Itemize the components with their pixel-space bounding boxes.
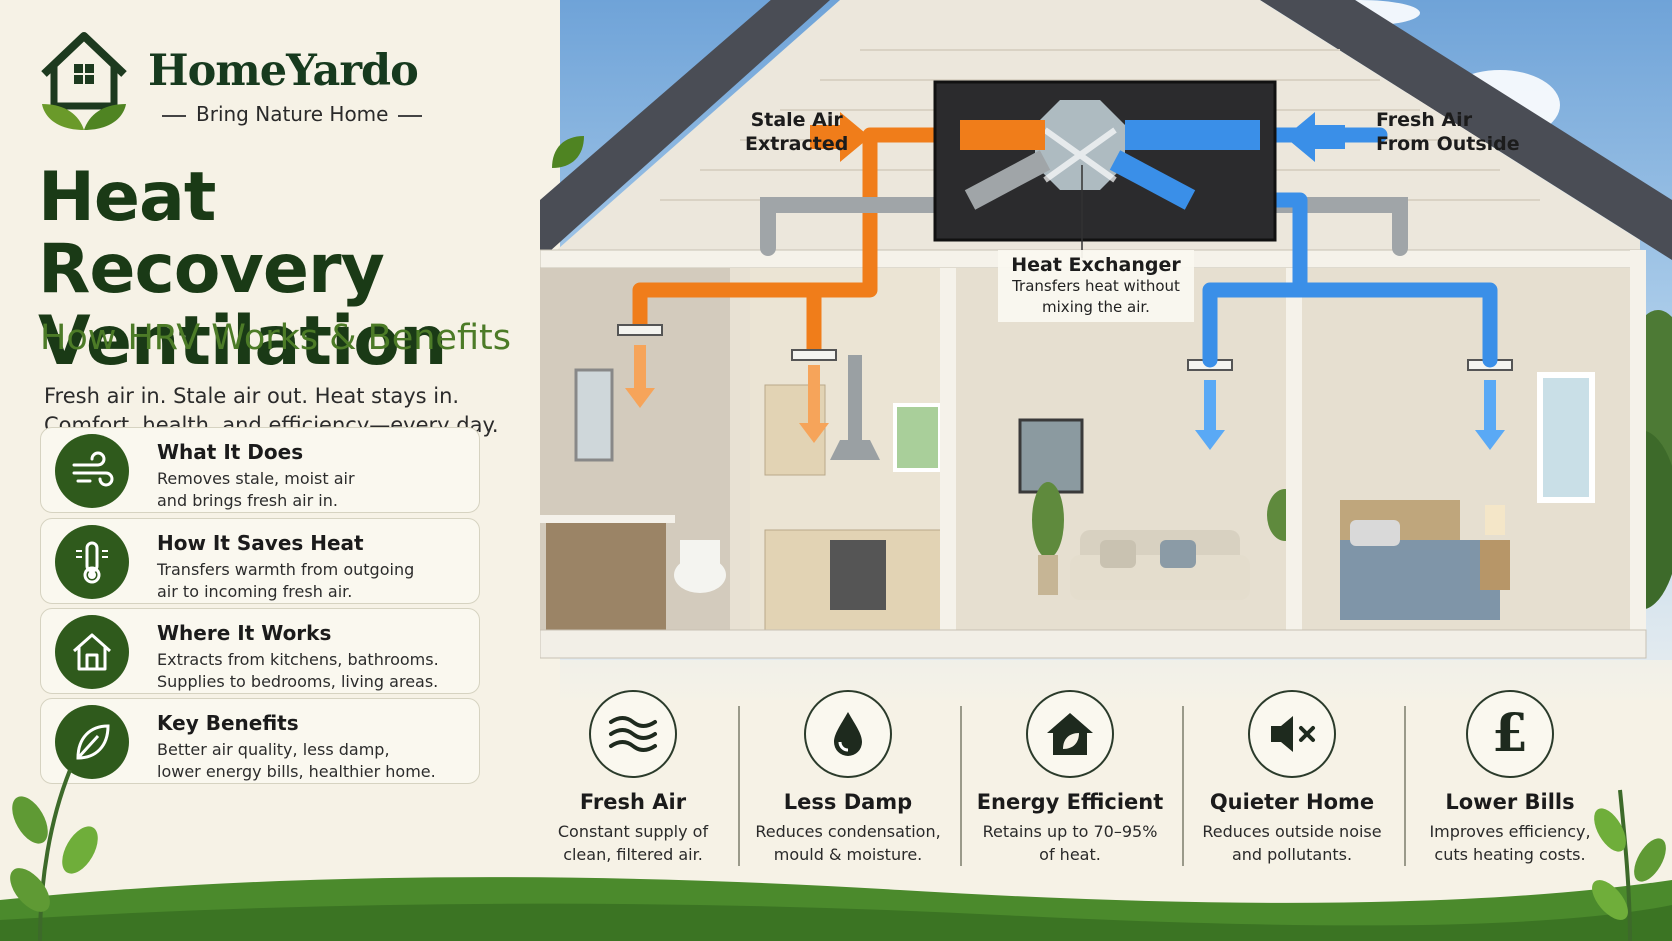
page-title: Heat Recovery Ventilation bbox=[38, 158, 447, 381]
house-illustration bbox=[539, 0, 1672, 700]
mute-speaker-icon bbox=[1248, 690, 1336, 778]
page-subtitle: How HRV Works & Benefits bbox=[40, 318, 511, 358]
plant-right-icon bbox=[1592, 789, 1666, 941]
benefit-divider bbox=[1404, 706, 1406, 866]
benefit-lower-bills: £ Lower Bills Improves efficiency,cuts h… bbox=[1400, 690, 1620, 866]
benefit-divider bbox=[738, 706, 740, 866]
benefits-strip bbox=[530, 660, 1672, 890]
pound-icon: £ bbox=[1466, 690, 1554, 778]
house-cutaway-svg bbox=[539, 0, 1672, 659]
benefit-divider bbox=[1182, 706, 1184, 866]
air-waves-icon bbox=[589, 690, 677, 778]
homeyardo-logo-icon bbox=[41, 32, 127, 130]
thermometer-icon bbox=[55, 525, 129, 599]
plant-left-icon bbox=[10, 769, 98, 941]
wind-icon bbox=[55, 434, 129, 508]
benefit-divider bbox=[960, 706, 962, 866]
water-drop-icon bbox=[804, 690, 892, 778]
card-key-benefits: Key Benefits Better air quality, less da… bbox=[40, 698, 480, 784]
left-panel: HomeYardo Bring Nature Home Heat Recover… bbox=[0, 0, 540, 941]
leaf-icon bbox=[55, 705, 129, 779]
stale-air-label: Stale Air Extracted bbox=[745, 109, 849, 155]
benefit-energy-efficient: Energy Efficient Retains up to 70–95%of … bbox=[960, 690, 1180, 866]
brand-name: HomeYardo bbox=[148, 46, 419, 96]
eco-house-icon bbox=[1026, 690, 1114, 778]
decorative-leaf-icon bbox=[552, 136, 584, 168]
fresh-air-label: Fresh Air From Outside bbox=[1376, 109, 1520, 155]
grass-ground bbox=[0, 877, 1672, 941]
benefit-less-damp: Less Damp Reduces condensation,mould & m… bbox=[738, 690, 958, 866]
brand-tagline: Bring Nature Home bbox=[152, 102, 432, 126]
heat-exchanger-label: Heat Exchanger Transfers heat without mi… bbox=[998, 250, 1194, 322]
house-icon bbox=[55, 615, 129, 689]
card-how-it-saves-heat: How It Saves Heat Transfers warmth from … bbox=[40, 518, 480, 604]
card-where-it-works: Where It Works Extracts from kitchens, b… bbox=[40, 608, 480, 694]
